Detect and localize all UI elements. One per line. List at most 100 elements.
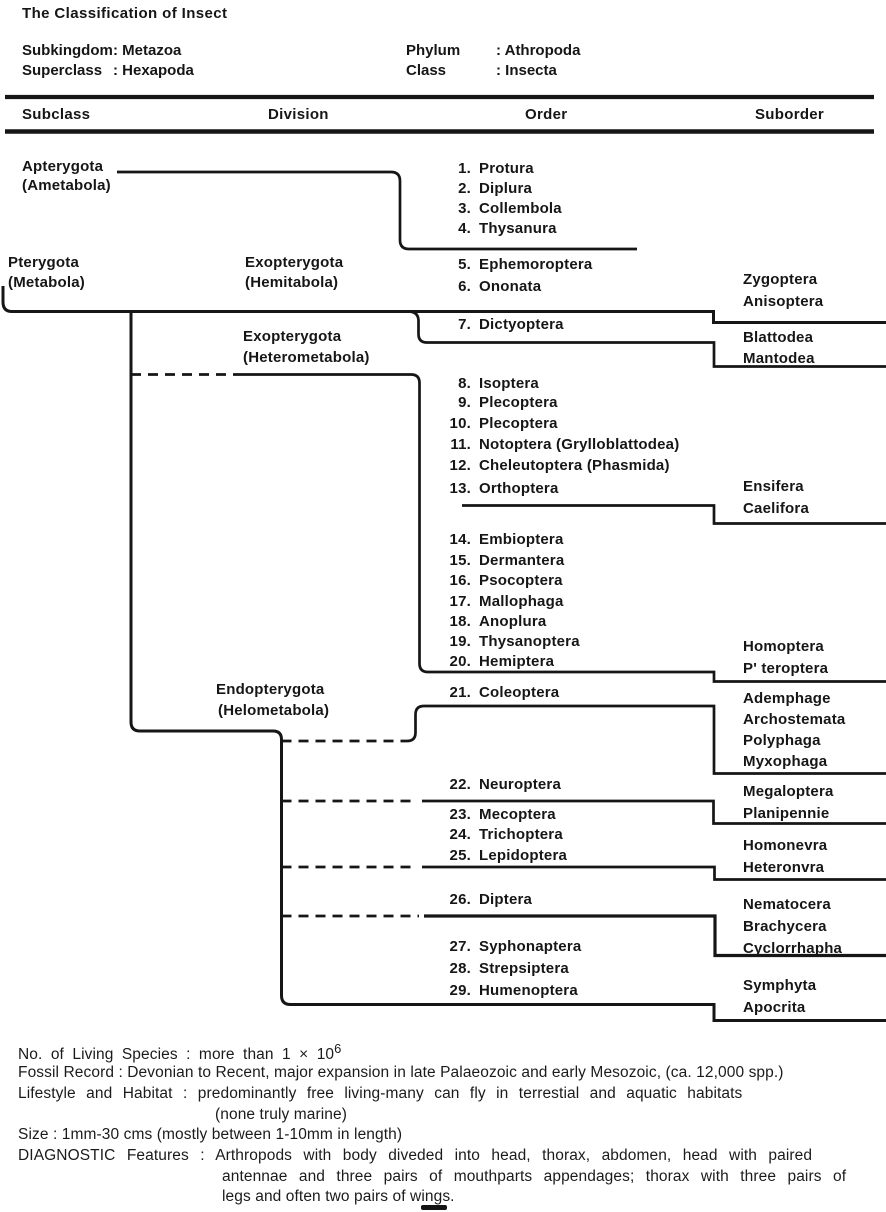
order-number: 11. bbox=[450, 436, 471, 453]
footer-diagnostic-1: DIAGNOSTIC Features : Arthropods with bo… bbox=[18, 1147, 813, 1164]
order-name: Dermantera bbox=[479, 552, 565, 569]
suborder-label: Brachycera bbox=[743, 918, 827, 935]
order-row: 16.Psocoptera bbox=[444, 572, 563, 589]
suborder-label: Blattodea bbox=[743, 329, 814, 346]
suborder-label: Heteronvra bbox=[743, 859, 825, 876]
order-name: Protura bbox=[479, 160, 534, 177]
division-exopterygota-heterometabola-meta: (Heterometabola) bbox=[243, 349, 370, 366]
order-row: 3.Collembola bbox=[444, 200, 562, 217]
order-number: 29. bbox=[449, 982, 471, 999]
order-number: 20. bbox=[449, 653, 471, 670]
order-row: 21. Coleoptera bbox=[444, 684, 560, 701]
order-name: Ononata bbox=[479, 278, 542, 295]
suborder-label: Symphyta bbox=[743, 977, 817, 994]
page-number-fragment bbox=[421, 1205, 447, 1210]
field-value-class: : Insecta bbox=[496, 62, 557, 79]
field-value-phylum: : Athropoda bbox=[496, 42, 581, 59]
footer-diagnostic-3: legs and often two pairs of wings. bbox=[222, 1188, 455, 1205]
order-row: 12.Cheleutoptera (Phasmida) bbox=[444, 457, 670, 474]
order-number: 13. bbox=[449, 480, 471, 497]
field-value-subkingdom: : Metazoa bbox=[113, 42, 182, 59]
order-row: 18. Anoplura bbox=[444, 613, 547, 630]
order-row: 15.Dermantera bbox=[444, 552, 565, 569]
footer-diagnostic-2: antennae and three pairs of mouthparts a… bbox=[222, 1168, 847, 1185]
division-exopterygota-heterometabola: Exopterygota bbox=[243, 328, 342, 345]
order-name: Thysanoptera bbox=[479, 633, 580, 650]
order-row: 24.Trichoptera bbox=[444, 826, 563, 843]
order-number: 14. bbox=[449, 531, 471, 548]
suborder-label: Archostemata bbox=[743, 711, 846, 728]
order-number: 24. bbox=[449, 826, 471, 843]
order-name: Embioptera bbox=[479, 531, 564, 548]
order-name: Mallophaga bbox=[479, 593, 564, 610]
order-number: 18. bbox=[449, 613, 471, 630]
footer-fossil-record: Fossil Record : Devonian to Recent, majo… bbox=[18, 1064, 784, 1081]
order-name: Humenoptera bbox=[479, 982, 578, 999]
order-name: Neuroptera bbox=[479, 776, 562, 793]
order-row: 8. Isoptera bbox=[444, 375, 539, 392]
suborder-label: Megaloptera bbox=[743, 783, 834, 800]
column-header-subclass: Subclass bbox=[22, 106, 91, 123]
suborder-label: Ensifera bbox=[743, 478, 804, 495]
suborder-label: Cyclorrhapha bbox=[743, 940, 843, 957]
order-row: 28. Strepsiptera bbox=[444, 960, 569, 977]
suborder-label: Polyphaga bbox=[743, 732, 821, 749]
order-row: 2. Diplura bbox=[444, 180, 532, 197]
order-row: 4.Thysanura bbox=[444, 220, 557, 237]
subclass-apterygota: Apterygota bbox=[22, 158, 104, 175]
suborder-label: Nematocera bbox=[743, 896, 831, 913]
order-number: 7. bbox=[458, 316, 471, 333]
orthoptera-bracket bbox=[462, 504, 886, 525]
order-name: Cheleutoptera (Phasmida) bbox=[479, 457, 670, 474]
order-name: Strepsiptera bbox=[479, 960, 569, 977]
division-endopterygota-meta: (Helometabola) bbox=[218, 702, 330, 719]
division-exopterygota-hemitabola-meta: (Hemitabola) bbox=[245, 274, 339, 291]
order-name: Hemiptera bbox=[479, 653, 555, 670]
order-number: 27. bbox=[449, 938, 471, 955]
order-row: 27. Syphonaptera bbox=[444, 938, 582, 955]
order-row: 11. Notoptera (Grylloblattodea) bbox=[444, 436, 679, 453]
subclass-pterygota-meta: (Metabola) bbox=[8, 274, 85, 291]
order-name: Plecoptera bbox=[479, 394, 558, 411]
order-row: 23.Mecoptera bbox=[444, 806, 556, 823]
order-number: 5. bbox=[458, 256, 471, 273]
living-species-exponent: 6 bbox=[334, 1041, 342, 1056]
order-row: 22.Neuroptera bbox=[444, 776, 561, 793]
field-value-superclass: : Hexapoda bbox=[113, 62, 194, 79]
order-name: Psocoptera bbox=[479, 572, 563, 589]
order-number: 9. bbox=[458, 394, 471, 411]
suborder-label: Planipennie bbox=[743, 805, 830, 822]
order-name: Syphonaptera bbox=[479, 938, 582, 955]
order-number: 8. bbox=[458, 375, 471, 392]
suborder-label: P' teroptera bbox=[743, 660, 829, 677]
order-name: Anoplura bbox=[479, 613, 547, 630]
division-endopterygota: Endopterygota bbox=[216, 681, 325, 698]
order-row: 6.Ononata bbox=[444, 278, 541, 295]
order-number: 26. bbox=[449, 891, 471, 908]
order-row: 1.Protura bbox=[444, 160, 534, 177]
order-name: Notoptera (Grylloblattodea) bbox=[479, 436, 680, 453]
order-name: Diplura bbox=[479, 180, 533, 197]
footer-lifestyle-cont: (none truly marine) bbox=[215, 1106, 347, 1123]
footer-living-species: No. of Living Species : more than 1 × 10… bbox=[18, 1041, 341, 1064]
order-name: Orthoptera bbox=[479, 480, 559, 497]
order-name: Isoptera bbox=[479, 375, 539, 392]
suborder-label: Mantodea bbox=[743, 350, 815, 367]
order-name: Coleoptera bbox=[479, 684, 560, 701]
order-number: 21. bbox=[449, 684, 471, 701]
suborder-label: Homonevra bbox=[743, 837, 828, 854]
living-species-text: No. of Living Species : more than 1 × 10 bbox=[18, 1046, 335, 1064]
column-header-order: Order bbox=[525, 106, 568, 123]
page-title: The Classification of Insect bbox=[22, 5, 228, 22]
subclass-pterygota: Pterygota bbox=[8, 254, 79, 271]
column-header-suborder: Suborder bbox=[755, 106, 825, 123]
field-label-class: Class bbox=[406, 62, 447, 79]
order-number: 10. bbox=[449, 415, 471, 432]
order-number: 2. bbox=[458, 180, 471, 197]
order-name: Mecoptera bbox=[479, 806, 556, 823]
order-name: Lepidoptera bbox=[479, 847, 568, 864]
column-header-division: Division bbox=[268, 106, 329, 123]
order-number: 28. bbox=[449, 960, 471, 977]
order-number: 25. bbox=[449, 847, 471, 864]
